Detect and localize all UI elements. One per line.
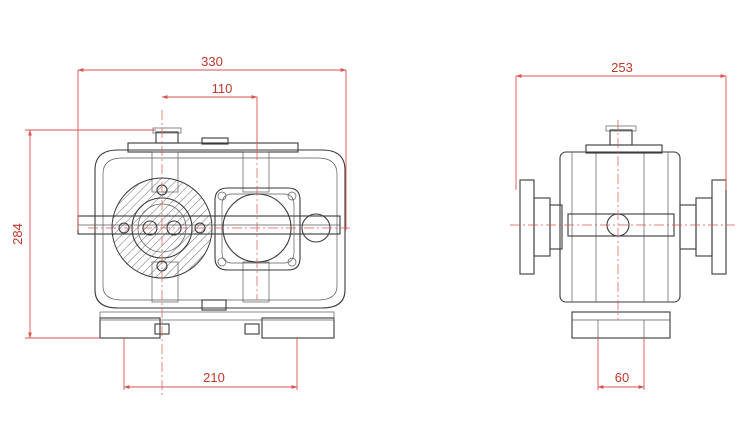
right-foot <box>261 317 335 339</box>
side-right-flange <box>711 179 727 275</box>
top-plug-left <box>155 131 179 144</box>
top-vent-plug <box>201 137 229 145</box>
side-top-plug <box>609 129 633 146</box>
side-dimensions: 253 60 <box>515 60 727 390</box>
dim-label-253: 253 <box>611 60 633 75</box>
output-flange <box>214 187 301 271</box>
front-view <box>77 110 350 395</box>
side-housing <box>559 151 681 303</box>
side-left-flange <box>519 179 535 275</box>
dim-label-210: 210 <box>203 370 225 385</box>
dim-label-284: 284 <box>10 223 25 245</box>
dim-label-330: 330 <box>201 54 223 69</box>
front-housing-outline <box>94 149 346 309</box>
left-foot <box>99 317 161 339</box>
front-dimensions: 330 110 284 210 <box>10 54 347 390</box>
side-view <box>510 120 735 339</box>
dim-label-60: 60 <box>615 370 629 385</box>
side-feet <box>571 311 671 339</box>
drain-plug <box>201 299 227 311</box>
dim-label-110: 110 <box>212 81 233 96</box>
